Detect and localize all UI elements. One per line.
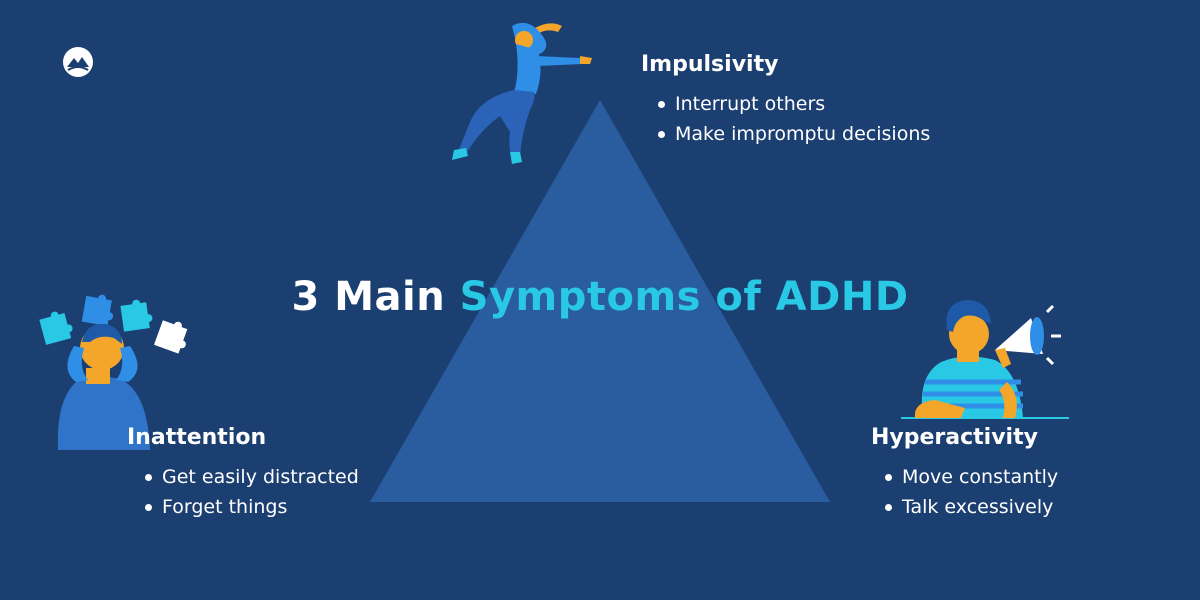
symptom-heading-inattention: Inattention bbox=[127, 425, 267, 450]
list-item: Get easily distracted bbox=[142, 462, 359, 492]
list-item: Interrupt others bbox=[655, 89, 930, 119]
symptom-list-hyperactivity: Move constantly Talk excessively bbox=[882, 462, 1058, 522]
symptom-list-impulsivity: Interrupt others Make impromptu decision… bbox=[655, 89, 930, 149]
puzzle-pieces bbox=[39, 294, 188, 354]
symptom-group-hyperactivity: Hyperactivity Move constantly Talk exces… bbox=[871, 425, 1058, 522]
title-part-accent: Symptoms of ADHD bbox=[459, 274, 909, 320]
list-item: Make impromptu decisions bbox=[655, 119, 930, 149]
symptom-group-inattention: Inattention Get easily distracted Forget… bbox=[127, 425, 359, 522]
central-triangle bbox=[370, 100, 830, 502]
mountain-logo-icon bbox=[63, 47, 93, 77]
leaping-person-icon bbox=[452, 22, 592, 164]
page-title: 3 Main Symptoms of ADHD bbox=[0, 274, 1200, 320]
person-megaphone-icon bbox=[901, 300, 1069, 419]
symptom-heading-impulsivity: Impulsivity bbox=[641, 52, 779, 77]
symptom-heading-hyperactivity: Hyperactivity bbox=[871, 425, 1038, 450]
symptom-list-inattention: Get easily distracted Forget things bbox=[142, 462, 359, 522]
list-item: Talk excessively bbox=[882, 492, 1058, 522]
confused-person-puzzle-icon bbox=[39, 294, 188, 450]
list-item: Move constantly bbox=[882, 462, 1058, 492]
symptom-group-impulsivity: Impulsivity Interrupt others Make improm… bbox=[641, 52, 930, 149]
title-part-white: 3 Main bbox=[291, 274, 460, 320]
list-item: Forget things bbox=[142, 492, 359, 522]
